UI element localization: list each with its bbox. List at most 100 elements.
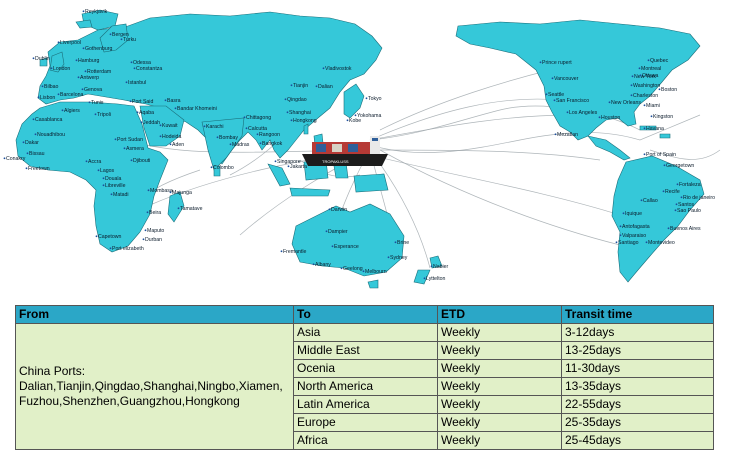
to-cell: Ocenia [293,359,438,378]
table-row: China Ports:Dalian,Tianjin,Qingdao,Shang… [15,323,714,450]
port-label: Liverpool [60,40,81,46]
port-label: Constantza [136,66,162,72]
port-marker [643,127,646,130]
port-marker [169,143,172,146]
port-marker [545,93,548,96]
transit-cell: 11-30days [561,359,714,378]
port-marker [144,229,147,232]
port-label: Algiers [64,108,80,114]
port-marker [75,59,78,62]
port-marker [290,119,293,122]
port-marker [34,133,37,136]
port-label: New York [634,74,656,80]
port-marker [608,101,611,104]
port-marker [50,67,53,70]
port-marker [619,225,622,228]
port-marker [643,153,646,156]
port-marker [325,230,328,233]
port-labels: ReykjavikBergenTurkuLiverpoolGothenburgD… [3,9,715,282]
port-marker [551,77,554,80]
port-label: Casablanca [35,117,63,123]
port-marker [553,99,556,102]
port-label: Recife [665,189,680,195]
port-label: Boston [661,87,677,93]
to-cell: Africa [293,431,438,450]
port-label: Basra [167,98,181,104]
port-marker [274,160,277,163]
port-marker [387,256,390,259]
table-header-row: From To ETD Transit time [15,305,714,324]
port-label: Ottawa [642,73,659,79]
transit-cell: 13-35days [561,377,714,396]
port-label: Rangoon [259,132,280,138]
eurasia [37,11,383,165]
port-marker [658,88,661,91]
header-transit-time: Transit time [561,305,714,324]
port-marker [430,265,433,268]
port-label: Nabier [433,264,449,270]
port-label: Lisbon [40,95,55,101]
port-label: Seattle [548,92,564,98]
port-marker [423,277,426,280]
port-marker [346,119,349,122]
port-label: Port Sudan [117,137,143,143]
port-marker [362,270,365,273]
port-label: Conakry [6,156,26,162]
port-label: Durban [145,237,162,243]
port-marker [130,159,133,162]
port-label: San Francisco [556,98,589,104]
port-label: Lyttelton [426,276,446,282]
port-marker [667,227,670,230]
port-label: Melbourn [365,269,387,275]
port-label: Dublin [35,56,50,62]
header-etd: ETD [437,305,562,324]
port-label: Fortaleza [679,182,701,188]
to-cell: Asia [293,323,438,342]
port-marker [675,203,678,206]
port-marker [394,241,397,244]
port-label: Kobe [349,118,361,124]
port-label: Hongkong [293,118,317,124]
port-label: Santos [678,202,695,208]
port-label: Bergen [112,32,129,38]
port-label: Libreville [105,183,126,189]
port-label: Miami [646,103,660,109]
port-marker [554,133,557,136]
port-label: Port Said [132,99,153,105]
port-marker [61,109,64,112]
port-marker [57,41,60,44]
port-label: Singapore [277,159,301,165]
port-label: Vancouver [554,76,579,82]
to-cell: North America [293,377,438,396]
port-label: Dalian [318,84,333,90]
port-label: Madras [232,142,250,148]
port-label: Asmera [126,146,144,152]
port-marker [216,136,219,139]
port-marker [312,263,315,266]
port-marker [680,196,683,199]
port-label: Accra [88,159,101,165]
port-label: Quebec [650,58,669,64]
port-marker [22,141,25,144]
port-marker [147,189,150,192]
port-marker [210,166,213,169]
port-label: Gothenburg [85,46,113,52]
port-marker [676,183,679,186]
port-label: Prince rupert [542,60,572,66]
port-marker [88,101,91,104]
port-label: Shanghai [289,110,311,116]
port-marker [146,211,149,214]
port-marker [159,135,162,138]
to-cell: Middle East [293,341,438,360]
port-label: Tunis [91,100,104,106]
port-marker [539,61,542,64]
port-label: Maputo [147,228,164,234]
port-label: Dampier [328,229,348,235]
port-marker [322,67,325,70]
port-marker [645,241,648,244]
port-label: Sao Paulo [677,208,701,214]
port-label: Washington [633,83,660,89]
etd-cell: Weekly [437,323,562,342]
